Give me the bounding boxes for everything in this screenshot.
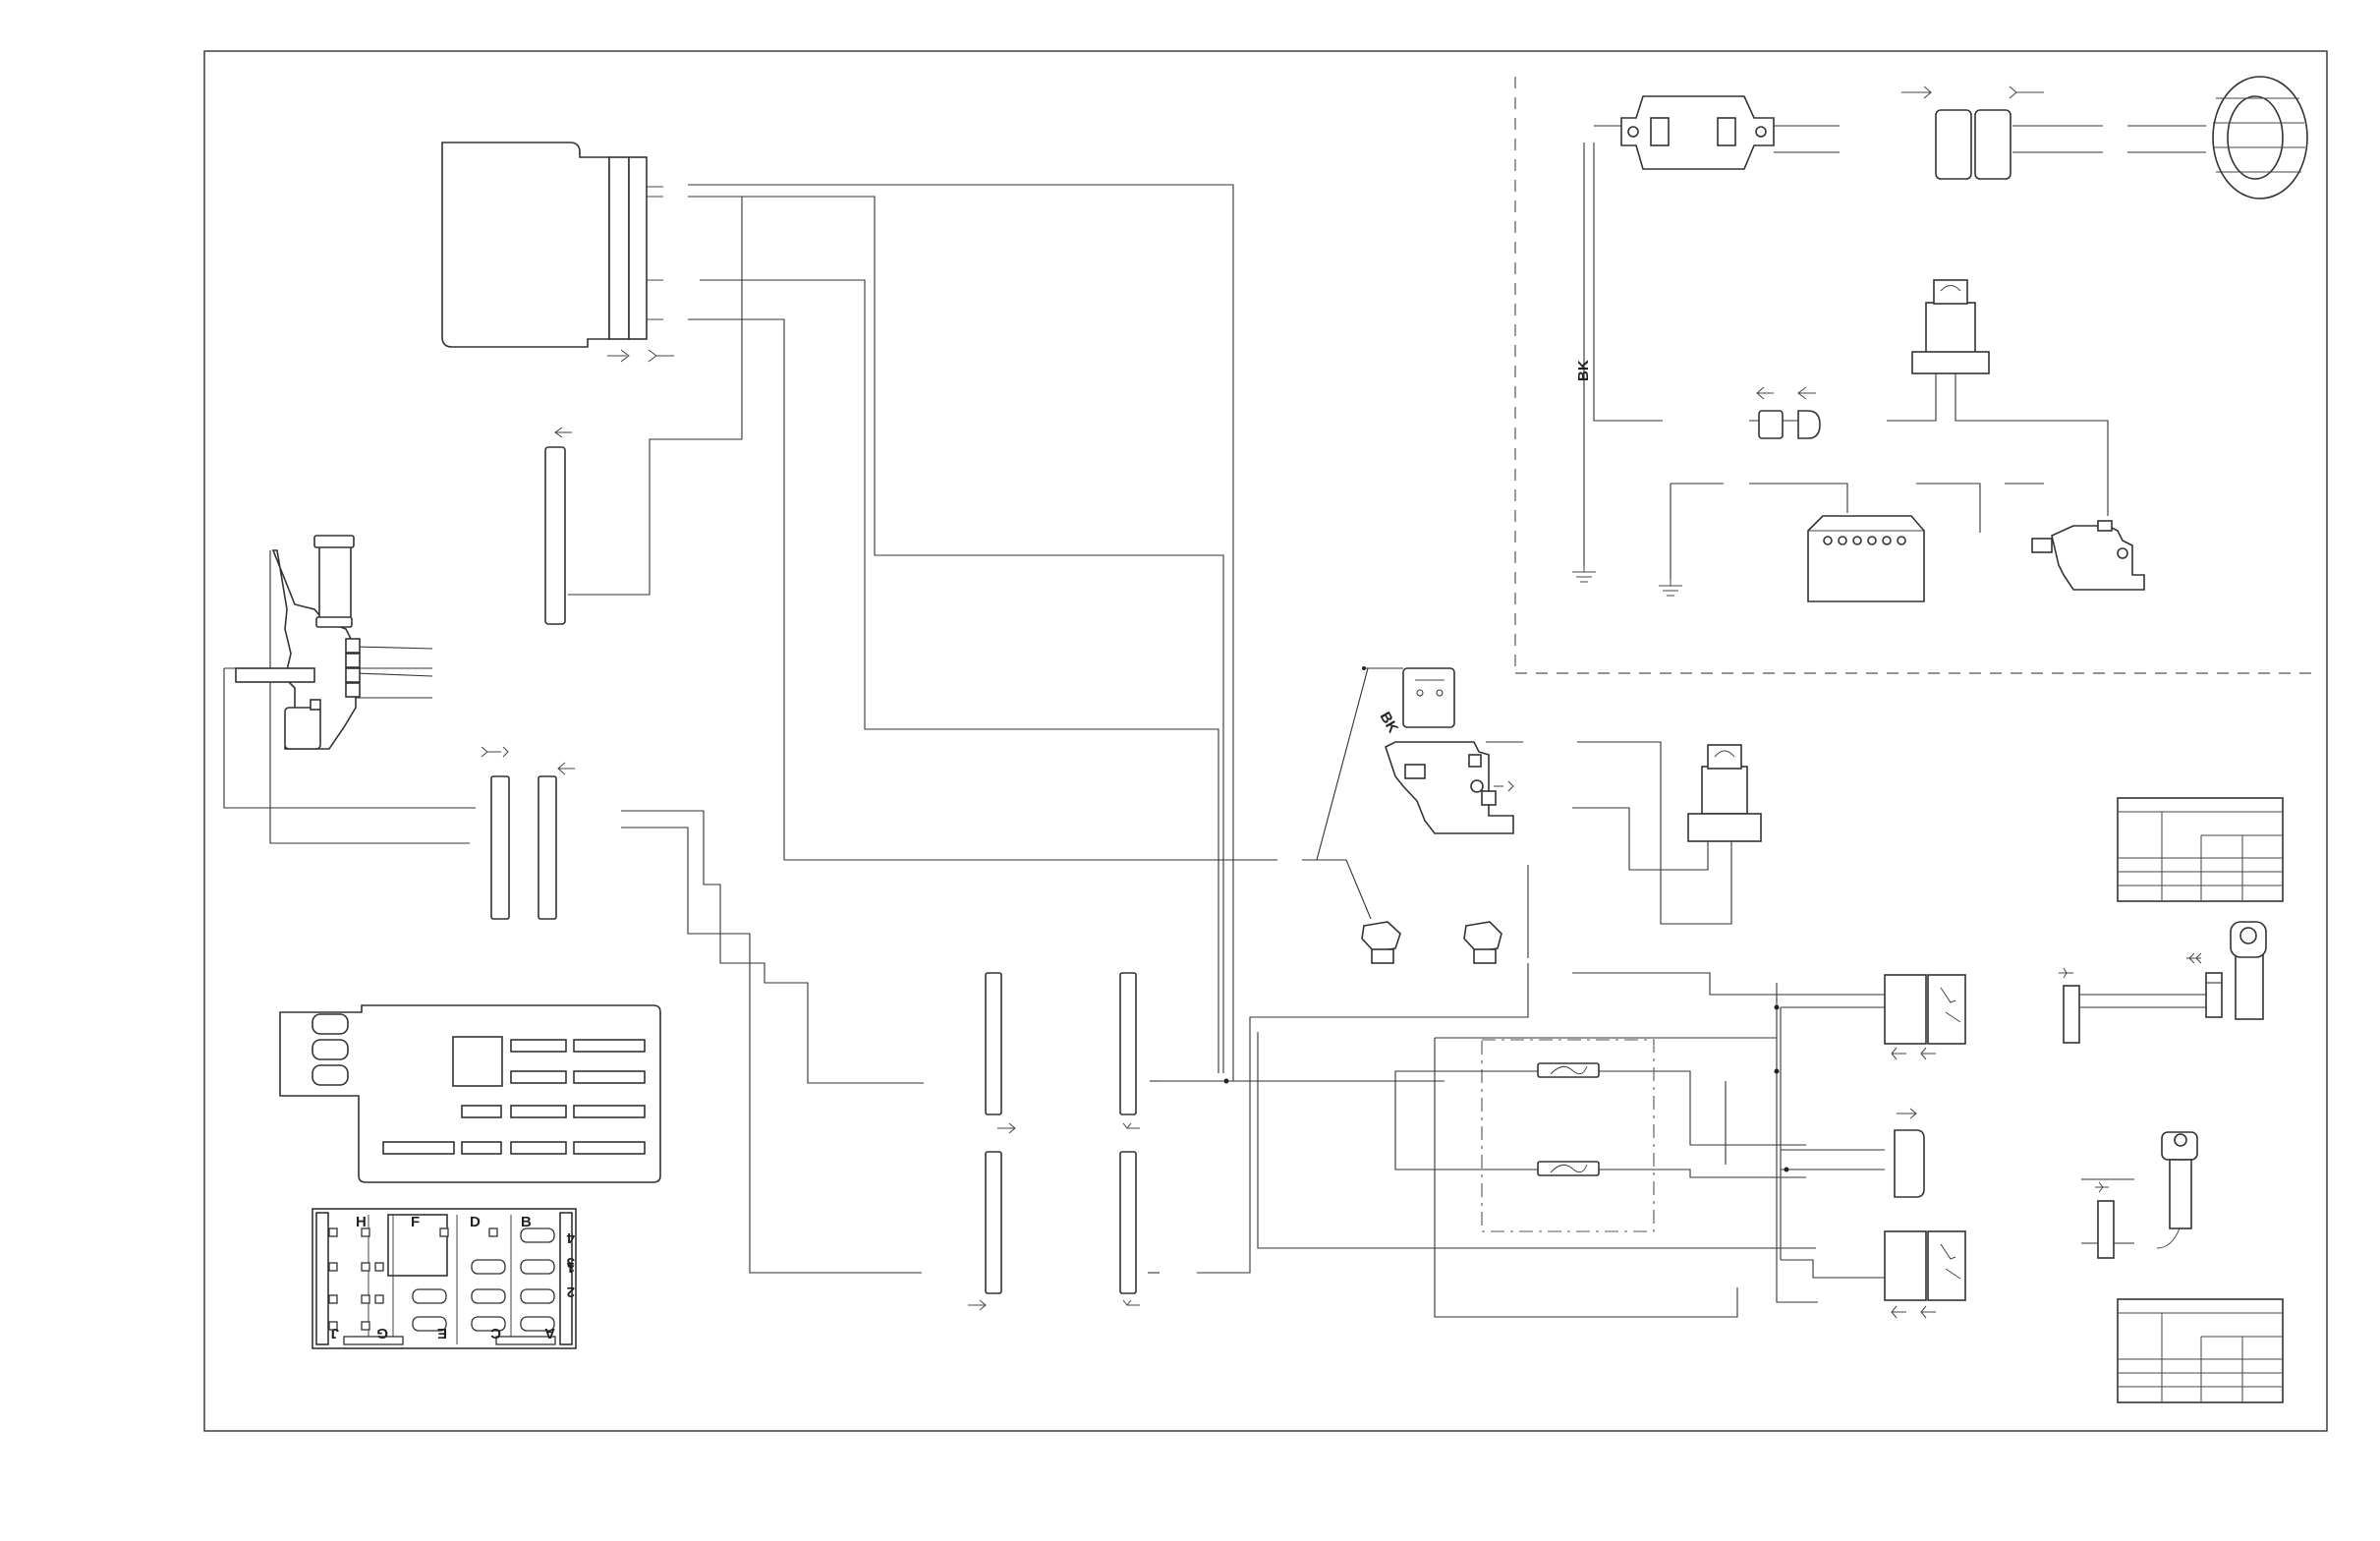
starter-wire-label: BK	[1377, 710, 1402, 736]
fuse-col-h: H	[356, 1214, 367, 1230]
diagram-frame	[203, 50, 2328, 1432]
handlebar-connector-pair	[481, 746, 575, 920]
relay-starter	[1687, 744, 1762, 842]
inline-connectors-middle	[968, 972, 1140, 1311]
battery-small	[1402, 667, 1455, 728]
ecm-connector	[544, 427, 572, 625]
temp-sensor-1	[1361, 921, 1401, 964]
fuse-col-c: C	[490, 1325, 501, 1341]
fuse-col-j: J	[331, 1325, 339, 1341]
fuse-row-1: 1	[567, 1259, 575, 1276]
fuse-col-d: D	[470, 1214, 481, 1230]
connector-pair-upper	[1756, 386, 1821, 439]
wire-harness	[223, 125, 2211, 1318]
diode-connector	[1894, 1108, 1925, 1198]
stator	[2212, 76, 2308, 200]
ground-symbol-2	[1659, 580, 1682, 597]
alternator-connector	[1901, 86, 2044, 180]
battery-main	[1807, 515, 1925, 602]
fuse-relay-block: 1 2 3 4 A B C D E F G H J	[312, 1208, 577, 1349]
wire-junctions	[1223, 1004, 1789, 1172]
relay-module-lower	[1884, 1230, 1966, 1319]
fuse-col-e: E	[437, 1325, 447, 1341]
position-sensor	[2095, 1131, 2198, 1259]
ground-symbol-1	[1572, 566, 1596, 583]
instrument-cluster	[279, 1004, 661, 1183]
main-fuse-box	[1445, 1039, 1655, 1232]
fuse-row-3: 3	[567, 1254, 575, 1271]
relay-charging	[1911, 279, 1990, 374]
fuse-col-b: B	[521, 1214, 532, 1230]
fuse-col-a: A	[544, 1325, 555, 1341]
starter-motor-upper	[2031, 520, 2145, 591]
fuse-col-g: G	[376, 1325, 388, 1341]
ground-wire-label: BK	[1575, 360, 1592, 381]
speed-sensor-connector	[2059, 921, 2267, 1044]
starter-motor	[1385, 741, 1514, 834]
fuse-row-2: 2	[567, 1284, 575, 1300]
voltage-regulator	[1620, 95, 1775, 170]
ecm-module	[441, 142, 674, 363]
connector-table-2	[2117, 1298, 2284, 1403]
connector-table-1	[2117, 797, 2284, 902]
handlebar-switch-assembly	[235, 535, 361, 750]
temp-sensor-2	[1463, 921, 1502, 964]
charging-subsystem-box	[1514, 77, 2319, 674]
relay-module-upper	[1884, 974, 1966, 1060]
fuse-col-f: F	[411, 1214, 420, 1230]
fuse-row-4: 4	[566, 1229, 575, 1246]
